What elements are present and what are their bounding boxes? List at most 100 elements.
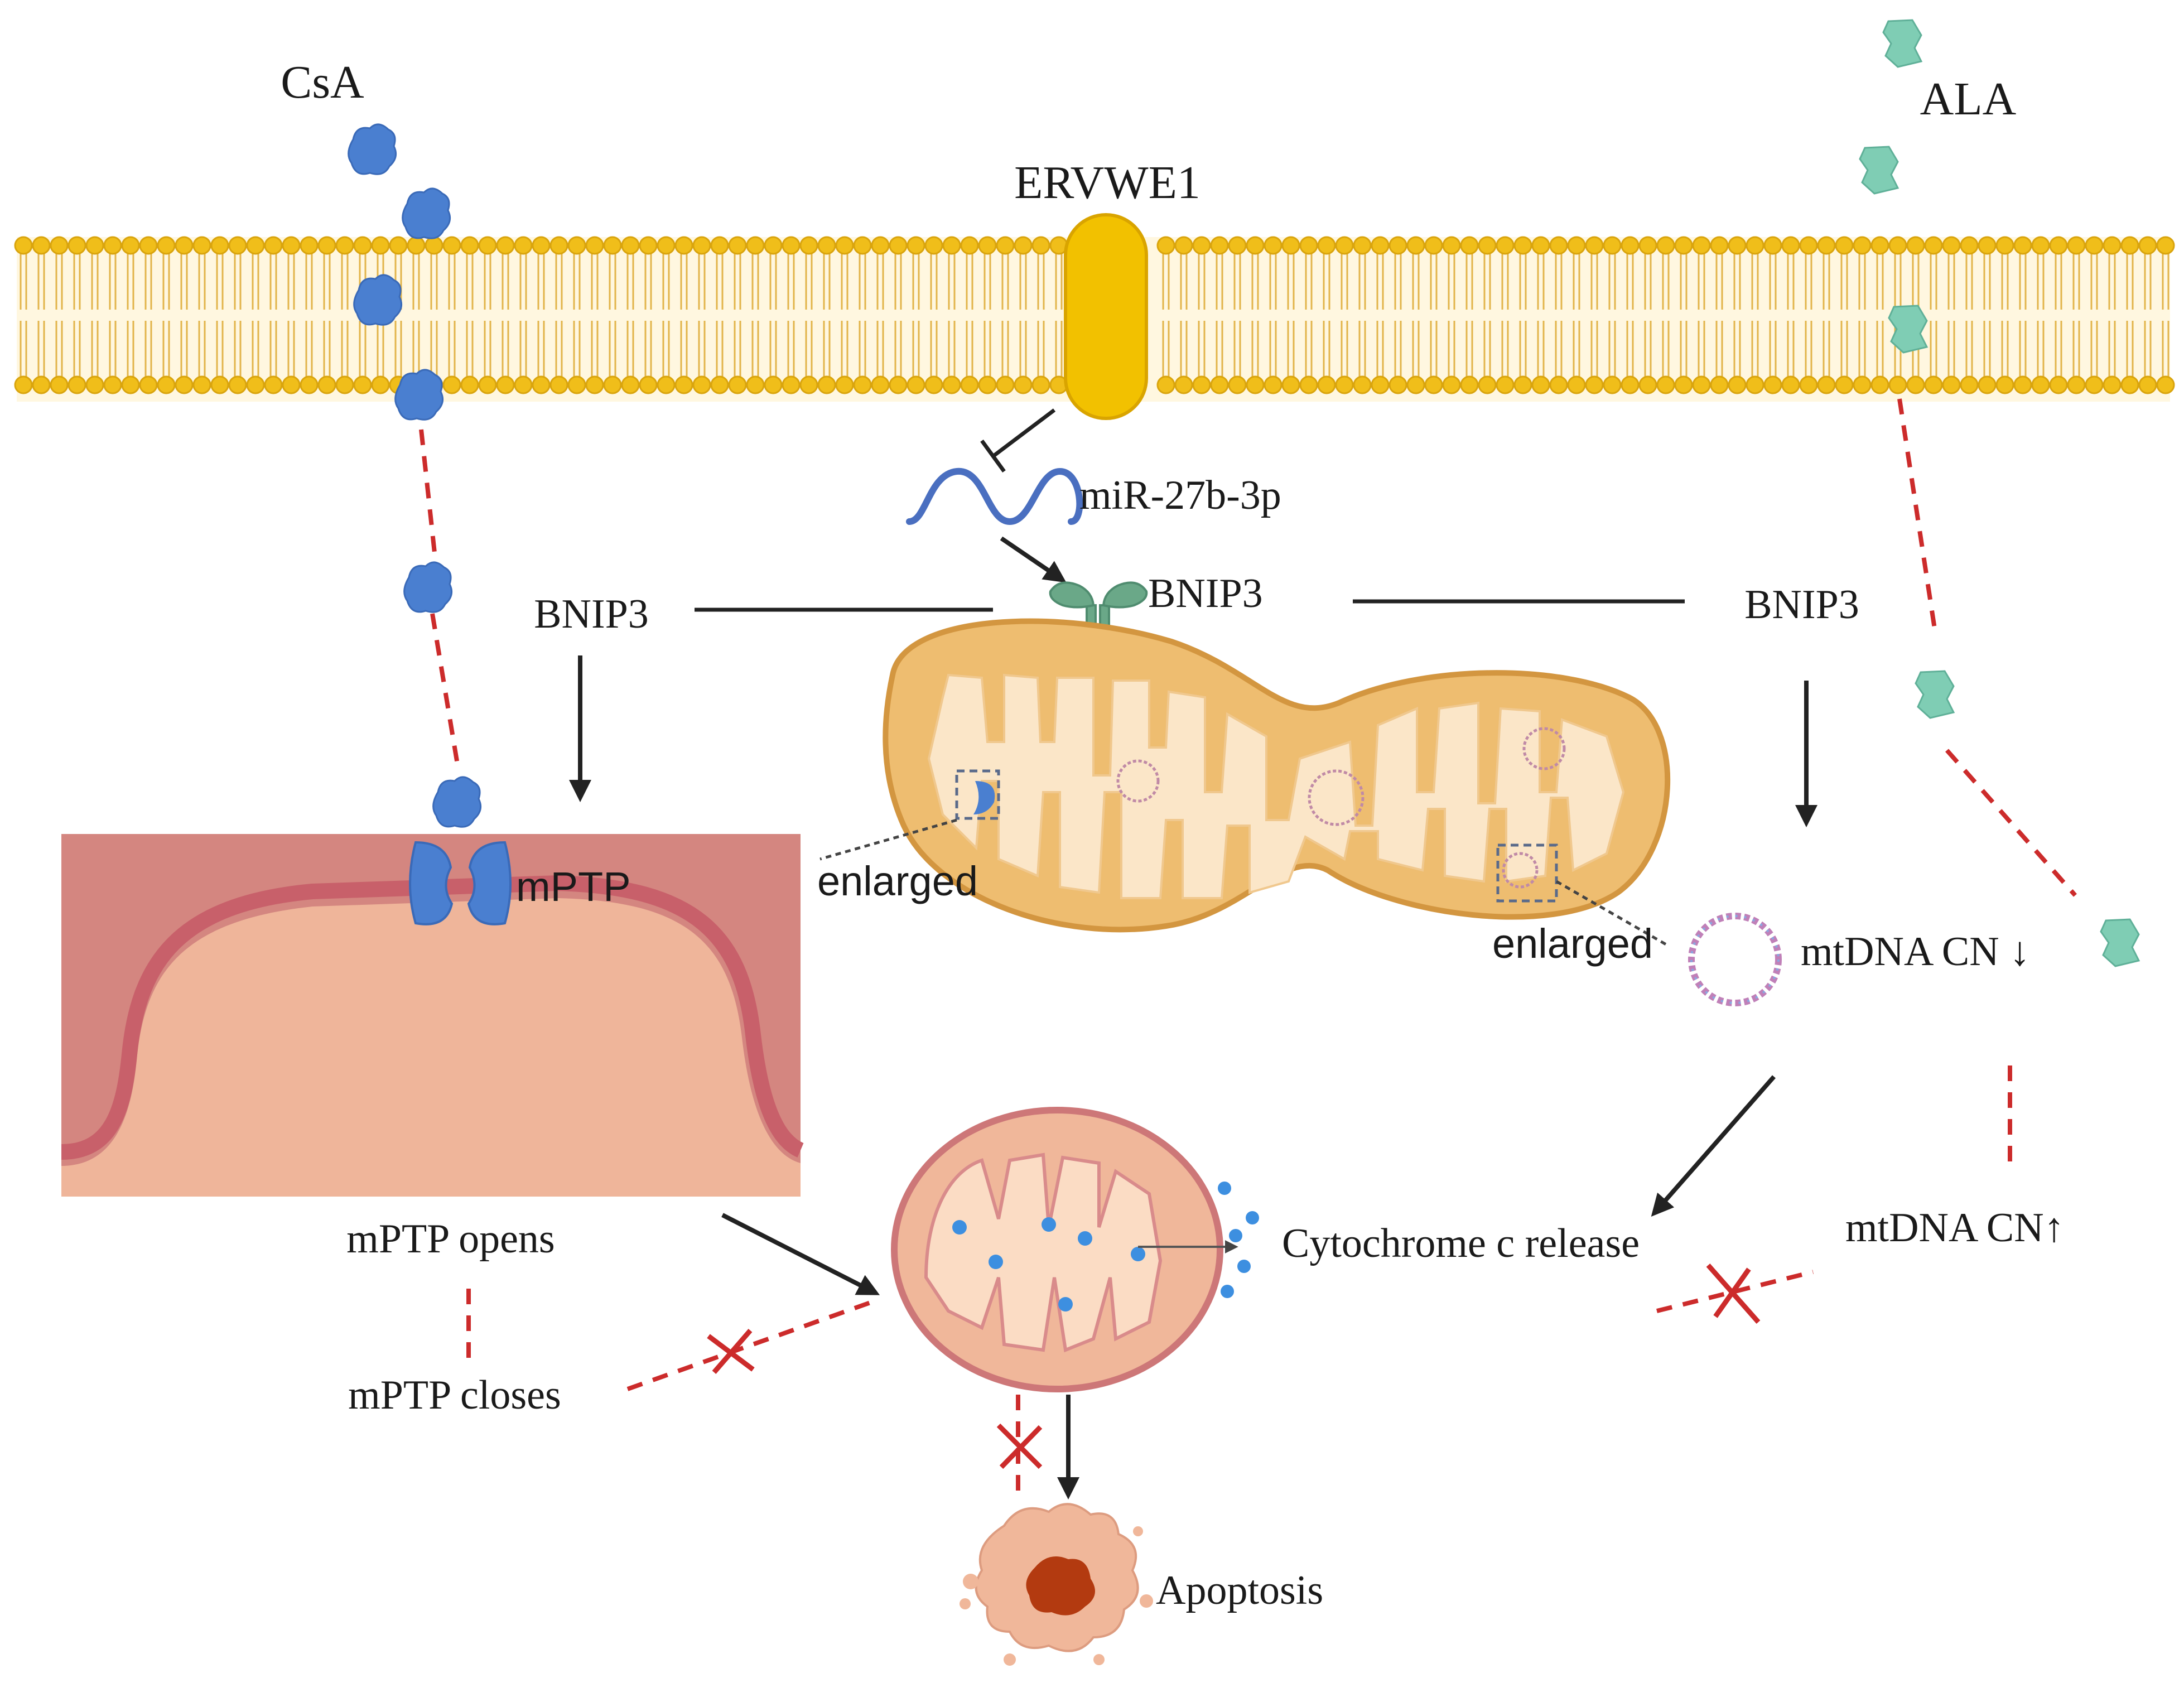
lipid-tail	[591, 252, 599, 378]
lipid-tail	[412, 252, 420, 378]
lipid-tail	[805, 252, 813, 378]
lipid-tail	[1912, 252, 1920, 378]
lipid-tail	[1823, 252, 1830, 378]
enlarged-right-leader	[1555, 880, 1669, 947]
mptp-label: mPTP	[516, 864, 631, 910]
lipid-tail	[1662, 252, 1670, 378]
lipid-head	[1799, 236, 1818, 255]
lipid-tail	[1965, 252, 1973, 378]
lipid-head	[603, 236, 622, 255]
lipid-head	[371, 375, 390, 394]
lipid-head	[1406, 236, 1425, 255]
lipid-head	[1746, 375, 1764, 394]
lipid-tail	[1876, 252, 1884, 378]
lipid-head	[85, 236, 104, 255]
lipid-tail	[948, 252, 956, 378]
csa-molecule-icon	[432, 776, 482, 828]
lipid-head	[317, 236, 336, 255]
lipid-tail	[1537, 252, 1545, 378]
lipid-head	[14, 236, 33, 255]
lipid-head	[460, 375, 479, 394]
mptp-closes-dashed	[626, 1300, 871, 1391]
lipid-head	[2049, 375, 2068, 394]
lipid-head	[32, 375, 51, 394]
mtdna-up-label: mtDNA CN↑	[1845, 1205, 2065, 1251]
lipid-head	[478, 236, 497, 255]
lipid-tail	[769, 252, 777, 378]
lipid-tail	[1430, 252, 1438, 378]
lipid-head	[50, 236, 69, 255]
lipid-head	[1710, 236, 1729, 255]
lipid-head	[924, 236, 943, 255]
lipid-head	[835, 375, 854, 394]
lipid-head	[1817, 375, 1836, 394]
lipid-tail	[1894, 252, 1902, 378]
lipid-head	[1906, 375, 1925, 394]
lipid-head	[853, 375, 872, 394]
lipid-head	[1531, 375, 1550, 394]
lipid-head	[1781, 236, 1800, 255]
lipid-tail	[1519, 252, 1527, 378]
lipid-tail	[519, 252, 527, 378]
lipid-tail	[448, 252, 456, 378]
lipid-tail	[20, 252, 27, 378]
lipid-head	[1174, 375, 1193, 394]
lipid-head	[210, 375, 229, 394]
lipid-tail	[680, 252, 688, 378]
lipid-head	[228, 236, 247, 255]
lipid-head	[1978, 236, 1997, 255]
ala-molecule-icon	[1859, 146, 1899, 195]
lipid-tail	[2162, 252, 2169, 378]
lipid-head	[2013, 375, 2032, 394]
lipid-tail	[1037, 252, 1045, 378]
lipid-tail	[751, 252, 759, 378]
lipid-tail	[466, 252, 474, 378]
lipid-tail	[127, 252, 134, 378]
lipid-head	[460, 236, 479, 255]
lipid-head	[2031, 375, 2050, 394]
lipid-head	[1567, 236, 1586, 255]
lipid-head	[228, 375, 247, 394]
lipid-head	[442, 236, 461, 255]
lipid-head	[1513, 236, 1532, 255]
lipid-tail	[1608, 252, 1616, 378]
lipid-head	[621, 375, 640, 394]
lipid-tail	[716, 252, 724, 378]
lipid-head	[353, 375, 372, 394]
lipid-head	[1156, 375, 1175, 394]
lipid-head	[1888, 236, 1907, 255]
lipid-tail	[626, 252, 634, 378]
lipid-tail	[1251, 252, 1259, 378]
lipid-tail	[2108, 252, 2116, 378]
lipid-head	[103, 375, 122, 394]
lipid-head	[585, 236, 604, 255]
lipid-head	[978, 236, 997, 255]
mir-label: miR-27b-3p	[1079, 472, 1281, 518]
lipid-head	[1281, 375, 1300, 394]
lipid-head	[871, 236, 890, 255]
lipid-tail	[1198, 252, 1206, 378]
lipid-head	[1388, 236, 1407, 255]
lipid-tail	[1162, 252, 1170, 378]
lipid-tail	[1751, 252, 1759, 378]
lipid-tails	[20, 252, 2169, 378]
lipid-head	[639, 236, 658, 255]
block-x-icon	[996, 1423, 1043, 1469]
lipid-tail	[1001, 252, 1009, 378]
block-x-icon	[707, 1329, 755, 1374]
lipid-head	[1995, 236, 2014, 255]
lipid-tail	[323, 252, 331, 378]
enlarged-left-leader	[819, 818, 957, 861]
lipid-tail	[502, 252, 509, 378]
ala-molecule-icon	[1888, 305, 1929, 354]
lipid-head	[1174, 236, 1193, 255]
lipid-tail	[823, 252, 831, 378]
lipid-head	[1638, 375, 1657, 394]
lipid-head	[139, 236, 158, 255]
lipid-head	[1621, 236, 1640, 255]
lipid-tail	[1269, 252, 1277, 378]
lipid-head	[782, 236, 801, 255]
lipid-head	[585, 375, 604, 394]
lipid-head	[2120, 375, 2139, 394]
lipid-head	[764, 375, 783, 394]
